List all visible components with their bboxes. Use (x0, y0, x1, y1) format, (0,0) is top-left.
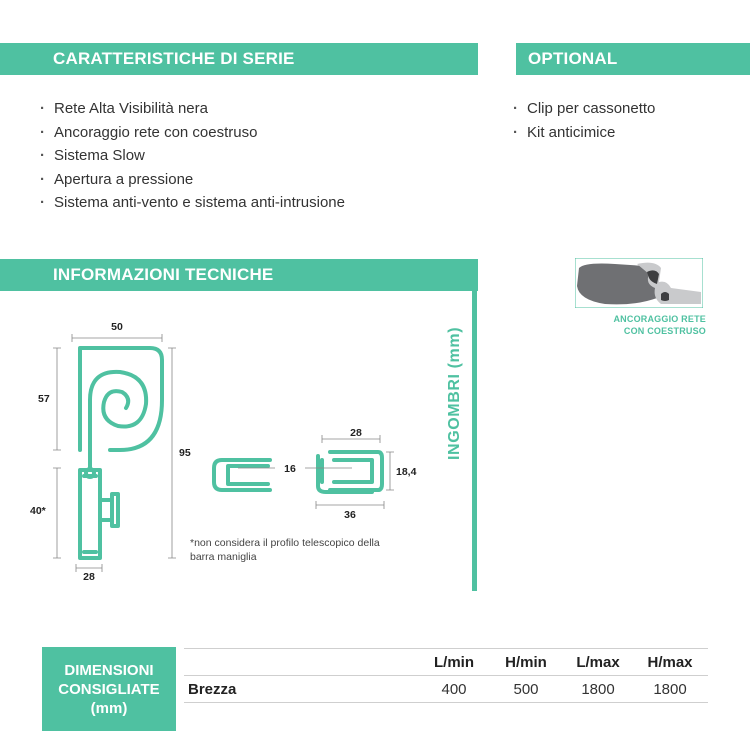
dimensions-label: DIMENSIONI CONSIGLIATE (mm) (42, 647, 176, 731)
optional-list: Clip per cassonetto Kit anticimice (513, 97, 655, 144)
section-header-optional: OPTIONAL (516, 43, 750, 75)
dimensions-label-line: CONSIGLIATE (58, 680, 160, 698)
table-header-row: L/min H/min L/max H/max (184, 648, 708, 676)
section-title: OPTIONAL (528, 49, 618, 68)
list-item: Sistema Slow (40, 144, 345, 168)
list-item: Apertura a pressione (40, 168, 345, 192)
section-header-serie: CARATTERISTICHE DI SERIE (0, 43, 478, 75)
dim-h-bar: 40* (30, 505, 47, 517)
table-row: Brezza 400 500 1800 1800 (184, 676, 708, 703)
column-header: L/min (434, 654, 474, 671)
dim-h-total: 95 (179, 447, 191, 459)
dimensions-label-line: (mm) (90, 699, 128, 717)
table-cell: 500 (513, 681, 539, 698)
caption-line: CON COESTRUSO (623, 326, 706, 336)
column-header: H/max (647, 654, 693, 671)
dim-h-box: 57 (38, 393, 50, 405)
ingombri-label: INGOMBRI (mm) (446, 326, 463, 460)
dim-w-mid-top: 28 (350, 427, 362, 439)
column-header: H/min (505, 654, 547, 671)
drawing-note: *non considera il profilo telescopico de… (190, 537, 380, 563)
dimensions-label-line: DIMENSIONI (64, 661, 154, 679)
dim-w-small: 16 (284, 463, 296, 475)
list-item: Kit anticimice (513, 121, 655, 145)
list-item: Clip per cassonetto (513, 97, 655, 121)
caption-line: ANCORAGGIO RETE (613, 314, 706, 324)
dim-h-mid: 18,4 (396, 466, 417, 478)
table-cell: 1800 (653, 681, 687, 698)
section-title: CARATTERISTICHE DI SERIE (53, 49, 295, 68)
section-title: INFORMAZIONI TECNICHE (53, 265, 274, 284)
list-item: Sistema anti-vento e sistema anti-intrus… (40, 191, 345, 215)
divider (472, 259, 477, 591)
list-item: Ancoraggio rete con coestruso (40, 121, 345, 145)
list-item: Rete Alta Visibilità nera (40, 97, 345, 121)
table-cell: 1800 (581, 681, 615, 698)
dim-w-bar: 28 (83, 571, 95, 583)
anchor-thumbnail (575, 258, 703, 308)
column-header: L/max (576, 654, 620, 671)
dim-w-mid-bottom: 36 (344, 509, 356, 521)
dim-w-top: 50 (111, 321, 123, 333)
anchor-caption: ANCORAGGIO RETE CON COESTRUSO (590, 313, 706, 337)
section-header-info: INFORMAZIONI TECNICHE (0, 259, 478, 291)
table-cell: 400 (441, 681, 467, 698)
technical-drawing: 50 57 95 40* 28 16 28 36 18,4 (30, 321, 417, 583)
serie-list: Rete Alta Visibilità nera Ancoraggio ret… (40, 97, 345, 215)
dimensions-table: L/min H/min L/max H/max Brezza 400 500 1… (184, 648, 708, 703)
model-name: Brezza (188, 681, 237, 698)
